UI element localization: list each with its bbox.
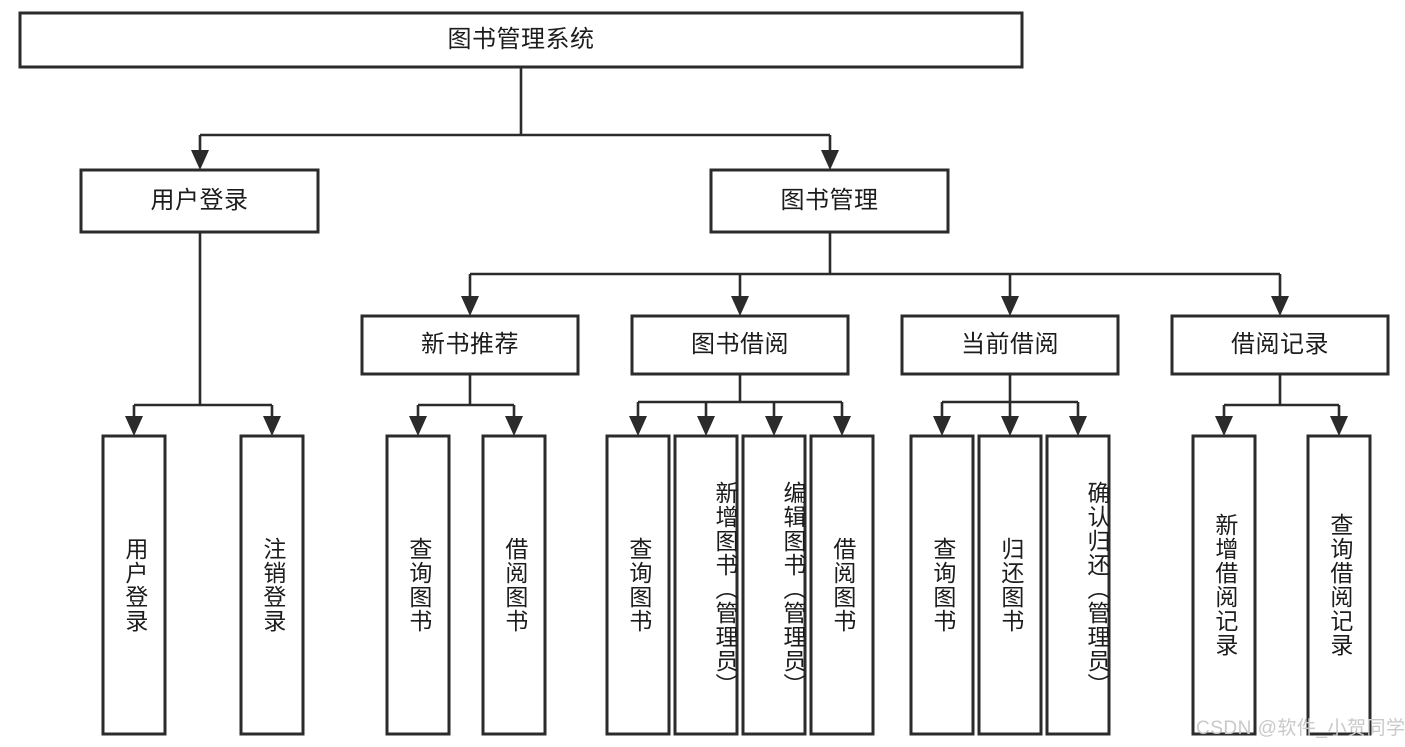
arrow-bb-leaf2 [697,416,715,436]
arrow-book-borrow [731,296,749,316]
arrow-leaf-logout [263,416,281,436]
leaf-box-cb-query[interactable] [909,434,975,736]
node-root-box[interactable] [18,11,1024,69]
arrow-book-management [821,150,839,170]
leaf-box-br-query[interactable] [1306,434,1372,736]
node-borrow-record-box[interactable] [1170,314,1390,376]
arrow-br-leaf2 [1330,416,1348,436]
leaf-box-user-login[interactable] [101,434,167,736]
arrow-cb-leaf3 [1069,416,1087,436]
arrow-nb-leaf1 [409,416,427,436]
arrow-cb-leaf2 [1001,416,1019,436]
arrow-cb-leaf1 [933,416,951,436]
arrow-nb-leaf2 [505,416,523,436]
leaf-box-cb-return[interactable] [977,434,1043,736]
arrow-new-book [461,296,479,316]
leaf-box-bb-add[interactable] [673,434,739,736]
leaf-box-nb-borrow[interactable] [481,434,547,736]
leaf-box-logout[interactable] [239,434,305,736]
leaf-box-br-add[interactable] [1191,434,1257,736]
node-current-borrow-box[interactable] [900,314,1120,376]
leaf-box-bb-borrow[interactable] [809,434,875,736]
connector-layer [125,67,1348,436]
leaf-box-bb-edit[interactable] [741,434,807,736]
node-user-login-box[interactable] [79,168,320,234]
arrow-leaf-user-login [125,416,143,436]
arrow-bb-leaf1 [629,416,647,436]
leaf-box-bb-query[interactable] [605,434,671,736]
node-box-layer [18,11,1390,736]
arrow-bb-leaf4 [833,416,851,436]
leaf-box-cb-confirm[interactable] [1045,434,1111,736]
node-book-borrow-box[interactable] [630,314,850,376]
node-new-book-box[interactable] [360,314,580,376]
node-book-management-box[interactable] [709,168,950,234]
arrow-bb-leaf3 [765,416,783,436]
leaf-box-nb-query[interactable] [385,434,451,736]
csdn-watermark: CSDN @软件_小贺同学 [1196,718,1405,739]
arrow-borrow-record [1271,296,1289,316]
arrow-br-leaf1 [1215,416,1233,436]
arrow-user-login [191,150,209,170]
arrow-current-borrow [1001,296,1019,316]
